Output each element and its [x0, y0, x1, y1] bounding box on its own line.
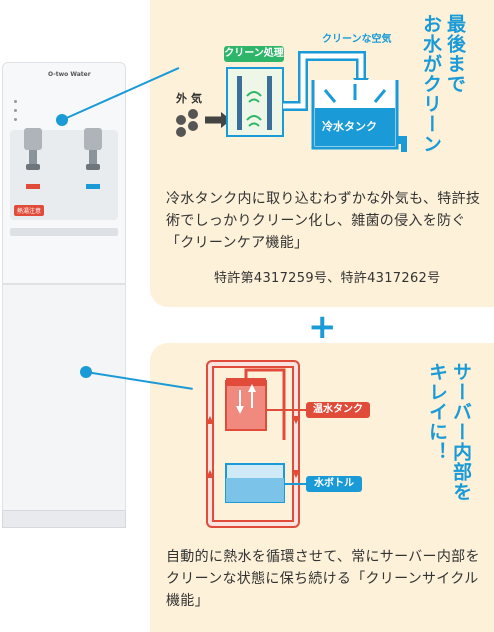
clean-cycle-heading-line2: キレイに！: [426, 362, 448, 462]
clean-cycle-diagram: [206, 360, 308, 528]
indicator-lights: [14, 100, 17, 121]
patent-numbers: 特許第4317259号、特許4317262号: [214, 271, 441, 286]
plus-sign: +: [308, 307, 337, 347]
clean-care-heading-line2: お水がクリーン: [420, 14, 442, 154]
water-bottle-label: 水ボトル: [306, 476, 362, 492]
server-brand: O-two Water: [48, 71, 91, 78]
server-lower-body: [2, 284, 126, 520]
hot-caution-badge: 熱湯注意: [14, 205, 45, 216]
clean-care-description: 冷水タンク内に取り込むわずかな外気も、特許技術でしっかりクリーン化し、雑菌の侵入…: [166, 191, 481, 251]
clean-air-diagram: [176, 51, 407, 152]
cold-marker: [86, 184, 100, 189]
clean-cycle-heading-line1: サーバー内部を: [450, 362, 472, 502]
cold-tank-label: 冷水タンク: [322, 120, 377, 133]
clean-air-label: クリーンな空気: [322, 34, 392, 45]
hot-tank-label: 温水タンク: [306, 402, 370, 418]
server-base: [2, 510, 126, 528]
clean-care-heading-line1: 最後まで: [444, 14, 466, 94]
cold-tap: [84, 128, 102, 172]
clean-process-label: クリーン処理: [224, 46, 284, 62]
hot-tap: [24, 128, 42, 172]
hot-marker: [26, 184, 40, 189]
outside-air-label: 外気: [176, 92, 206, 105]
drip-tray: [10, 228, 118, 236]
clean-cycle-description: 自動的に熱水を循環させて、常にサーバー内部をクリーンな状態に保ち続ける「クリーン…: [166, 549, 480, 609]
